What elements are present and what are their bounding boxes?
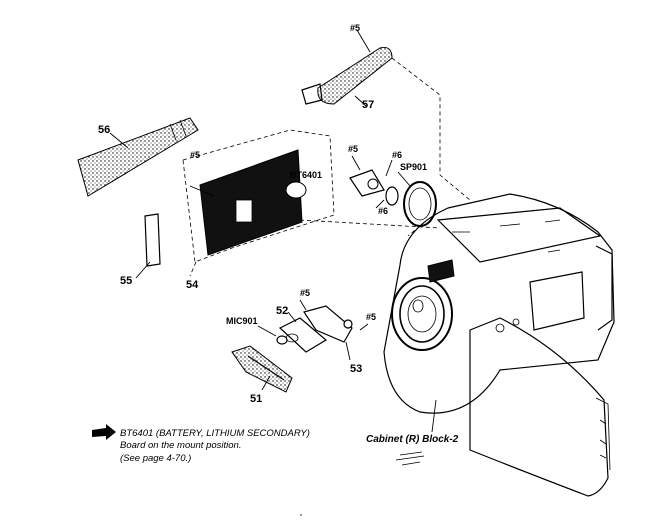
- label-part-51: 51: [250, 393, 262, 405]
- cabinet-hatch-mark: [395, 451, 425, 466]
- note-page-ref: (See page 4-70.): [120, 453, 191, 464]
- label-mic901: MIC901: [226, 316, 258, 326]
- camera-cabinet-body: [383, 193, 615, 497]
- part-56-panel: [77, 117, 199, 197]
- part-52-bracket: [278, 311, 328, 353]
- label-screw-top: #5: [350, 23, 360, 33]
- part-55-sheet: [135, 213, 161, 279]
- label-screw-mic: #5: [300, 288, 310, 298]
- label-part-57: 57: [362, 99, 374, 111]
- label-screw-left: #5: [190, 150, 200, 160]
- part-54-board: [182, 129, 335, 277]
- label-part-55: 55: [120, 275, 132, 287]
- label-sp901: SP901: [400, 162, 427, 172]
- label-screw-right: #5: [366, 312, 376, 322]
- note-battery-title: BT6401 (BATTERY, LITHIUM SECONDARY): [120, 428, 310, 439]
- part-57-grip: [301, 29, 393, 107]
- label-part-54: 54: [186, 279, 199, 291]
- label-screw-mid: #5: [348, 144, 358, 154]
- label-part-56: 56: [98, 124, 110, 136]
- note-mount-position: Board on the mount position.: [120, 440, 241, 451]
- label-bt6401: BT6401: [290, 170, 322, 180]
- label-cabinet-r-block-2: Cabinet (R) Block-2: [366, 434, 459, 445]
- label-part-52: 52: [276, 305, 288, 317]
- label-hook-a: #6: [392, 150, 402, 160]
- label-part-53: 53: [350, 363, 362, 375]
- part-51-cover: [231, 345, 293, 393]
- label-hook-b: #6: [378, 206, 388, 216]
- part-53-holder: [299, 299, 369, 361]
- part-mic901: [257, 325, 288, 345]
- arrow-pointer-icon: [92, 424, 116, 440]
